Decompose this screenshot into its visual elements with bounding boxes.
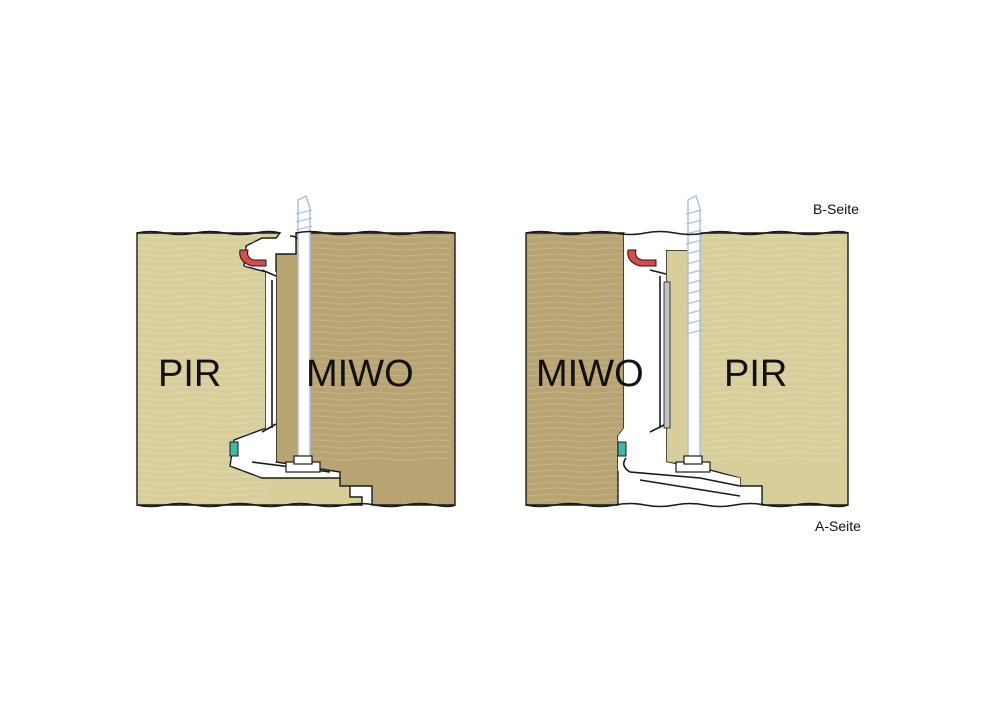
b-side-label: B-Seite <box>813 201 859 217</box>
steel-bar-right <box>663 281 671 429</box>
seal-red-left <box>239 249 267 267</box>
joint-gap-left <box>240 272 276 462</box>
miwo-grain-right <box>528 236 622 502</box>
seal-teal-left <box>229 441 239 457</box>
cut-line-bottom-right <box>525 502 849 508</box>
joint-gap-right <box>618 233 740 496</box>
screw-right <box>675 195 711 473</box>
a-side-label: A-Seite <box>815 518 861 534</box>
cut-line-bottom-left <box>136 502 456 508</box>
joint-right-panel: MIWO PIR <box>525 195 849 508</box>
steel-profile-left <box>251 235 331 473</box>
miwo-grain-left <box>300 236 450 462</box>
steel-profile-right <box>622 269 741 497</box>
material-label-pir-right: PIR <box>724 353 787 395</box>
seal-red-right <box>627 249 657 267</box>
joint-left-panel: PIR MIWO <box>136 195 456 508</box>
material-label-miwo-left: MIWO <box>306 353 414 395</box>
seal-teal-right <box>617 441 627 457</box>
material-label-pir-left: PIR <box>158 353 221 395</box>
screw-left <box>285 195 321 473</box>
pir-grain-left <box>137 233 267 505</box>
pir-grain-right <box>694 236 844 462</box>
cut-line-top-right <box>525 230 849 236</box>
cut-line-top-left <box>136 230 456 236</box>
material-label-miwo-right: MIWO <box>536 353 644 395</box>
